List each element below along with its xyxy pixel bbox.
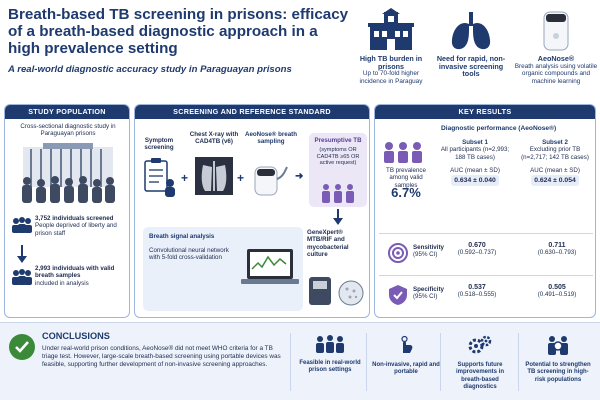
people-group-icon [321,183,355,208]
metric-value: 0.670 [468,242,486,249]
people-group-icon [11,269,33,290]
chest-xray-icon [195,157,233,200]
conclusions-heading: CONCLUSIONS [42,331,110,341]
header-item-title: Need for rapid, non-invasive screening t… [436,54,506,79]
lungs-icon [432,8,510,52]
header-item-aeonose: AeoNose® Breath analysis using volatile … [514,8,598,85]
valid-count: 2,993 individuals with valid breath samp… [35,265,115,280]
plus-icon: + [181,171,189,185]
header-item-need: Need for rapid, non-invasive screening t… [432,8,510,78]
subset-title: Subset 1 [462,139,488,146]
auc-value: 0.624 ± 0.054 [531,174,579,187]
header-item-title: High TB burden in prisons [359,54,423,71]
screened-desc: People deprived of liberty and prison st… [35,222,117,237]
metric-ci: (0.491–0.519) [537,291,577,299]
metric-value: 0.537 [468,284,486,291]
aeonose-device-icon [253,157,289,202]
subset-desc: All participants (n=2,993; 188 TB cases) [440,146,510,161]
screened-count: 3,752 individuals screened [35,215,114,222]
panel-heading: SCREENING AND REFERENCE STANDARD [135,105,369,119]
symptom-label: Symptom screening [144,137,174,152]
target-icon [387,242,409,269]
divider [518,333,519,391]
gears-icon [446,335,514,358]
metric-label: Specificity [413,286,444,293]
metric-ci: (0.518–0.555) [457,291,497,299]
arrow-right-icon: ➜ [295,171,304,182]
sensitivity-row: Sensitivity (95% CI) 0.670 (0.592–0.737)… [379,233,593,273]
arrow-down-icon [17,245,27,268]
header-item-burden: High TB burden in prisons Up to 70-fold … [352,8,430,85]
conclusion-item-label: Feasible in real-world prison settings [299,360,361,374]
laptop-signal-icon [241,247,299,294]
header-item-text: Breath analysis using volatile organic c… [514,62,598,85]
aeonose-label: AeoNose® breath sampling [244,131,297,146]
screening-panel: SCREENING AND REFERENCE STANDARD Symptom… [134,104,370,318]
breath-analysis-box: Breath signal analysis Convolutional neu… [143,227,303,311]
clipboard-checklist-icon [143,157,177,202]
breath-title: Breath signal analysis [149,233,215,240]
prevalence-label: TB prevalence among valid samples [386,167,426,189]
aeonose-device-icon [514,8,598,52]
conclusion-item-label: Supports future improvements in breath-b… [455,362,504,390]
metric-label: Sensitivity [413,244,444,251]
header-item-text: Up to 70-fold higher incidence in Paragu… [359,70,423,85]
conclusions-section: CONCLUSIONS Under real-world prison cond… [0,322,600,400]
metric-value: 0.505 [548,284,566,291]
metric-ci: (0.630–0.793) [537,249,577,257]
subset-title: Subset 2 [542,139,568,146]
divider [290,333,291,391]
metric-ci-label: (95% CI) [413,293,438,301]
prison-building-icon [352,8,430,52]
conclusion-item-feasible: Feasible in real-world prison settings [296,335,364,375]
people-group-icon [383,141,423,168]
arrow-down-icon [333,209,343,230]
auc-label: AUC (mean ± SD) [530,167,580,175]
study-population-panel: STUDY POPULATION Cross-sectional diagnos… [4,104,130,318]
subset-desc: Excluding prior TB (n=2,717; 142 TB case… [521,146,589,161]
panel-heading: KEY RESULTS [375,105,595,119]
check-circle-icon [8,333,36,366]
hand-touch-icon [372,335,440,358]
metric-ci: (0.592–0.737) [457,249,497,257]
prevalence-value: 6.7% [391,185,421,200]
divider [366,333,367,391]
page-subtitle: A real-world diagnostic accuracy study i… [8,64,292,75]
people-screening-icon [524,335,592,358]
plus-icon: + [237,171,245,185]
auc-label: AUC (mean ± SD) [450,167,500,175]
panel-heading: STUDY POPULATION [5,105,129,119]
conclusion-item-label: Potential to strengthen TB screening in … [525,362,591,383]
presumptive-title: Presumptive TB [314,137,362,144]
page-title: Breath-based TB screening in prisons: ef… [8,6,349,57]
performance-title: Diagnostic performance (AeoNose®) [441,125,557,132]
divider [440,333,441,391]
valid-desc: included in analysis [35,279,89,287]
people-group-icon [11,217,33,238]
subset-1: Subset 1 All participants (n=2,993; 188 … [437,139,513,187]
key-results-panel: KEY RESULTS TB prevalence among valid sa… [374,104,596,318]
presumptive-tb-box: Presumptive TB (symptoms OR CAD4TB ≥65 O… [309,133,367,207]
specificity-row: Specificity (95% CI) 0.537 (0.518–0.555)… [379,275,593,315]
conclusions-text: Under real-world prison conditions, AeoN… [42,345,281,368]
subset-2: Subset 2 Excluding prior TB (n=2,717; 14… [517,139,593,187]
auc-value: 0.634 ± 0.040 [451,174,499,187]
header-item-title: AeoNose® [537,54,575,63]
genexpert-label: GeneXpert® MTB/RIF and mycobacterial cul… [307,229,349,259]
breath-text: Convolutional neural network with 5-fold… [149,247,229,262]
conclusion-item-label: Non-invasive, rapid and portable [372,362,440,376]
metric-value: 0.711 [548,242,566,249]
xray-label: Chest X-ray with CAD4TB (v6) [189,131,239,146]
conclusion-item-noninvasive: Non-invasive, rapid and portable [372,335,440,377]
prison-crowd-illustration [13,143,123,210]
study-intro: Cross-sectional diagnostic study in Para… [20,123,116,138]
lab-equipment-icon [307,275,367,312]
people-group-icon [296,335,364,356]
metric-ci-label: (95% CI) [413,251,438,259]
presumptive-text: (symptoms OR CAD4TB ≥65 OR active reques… [316,147,360,167]
shield-check-icon [387,284,409,311]
conclusion-item-potential: Potential to strengthen TB screening in … [524,335,592,384]
conclusion-item-future: Supports future improvements in breath-b… [446,335,514,391]
